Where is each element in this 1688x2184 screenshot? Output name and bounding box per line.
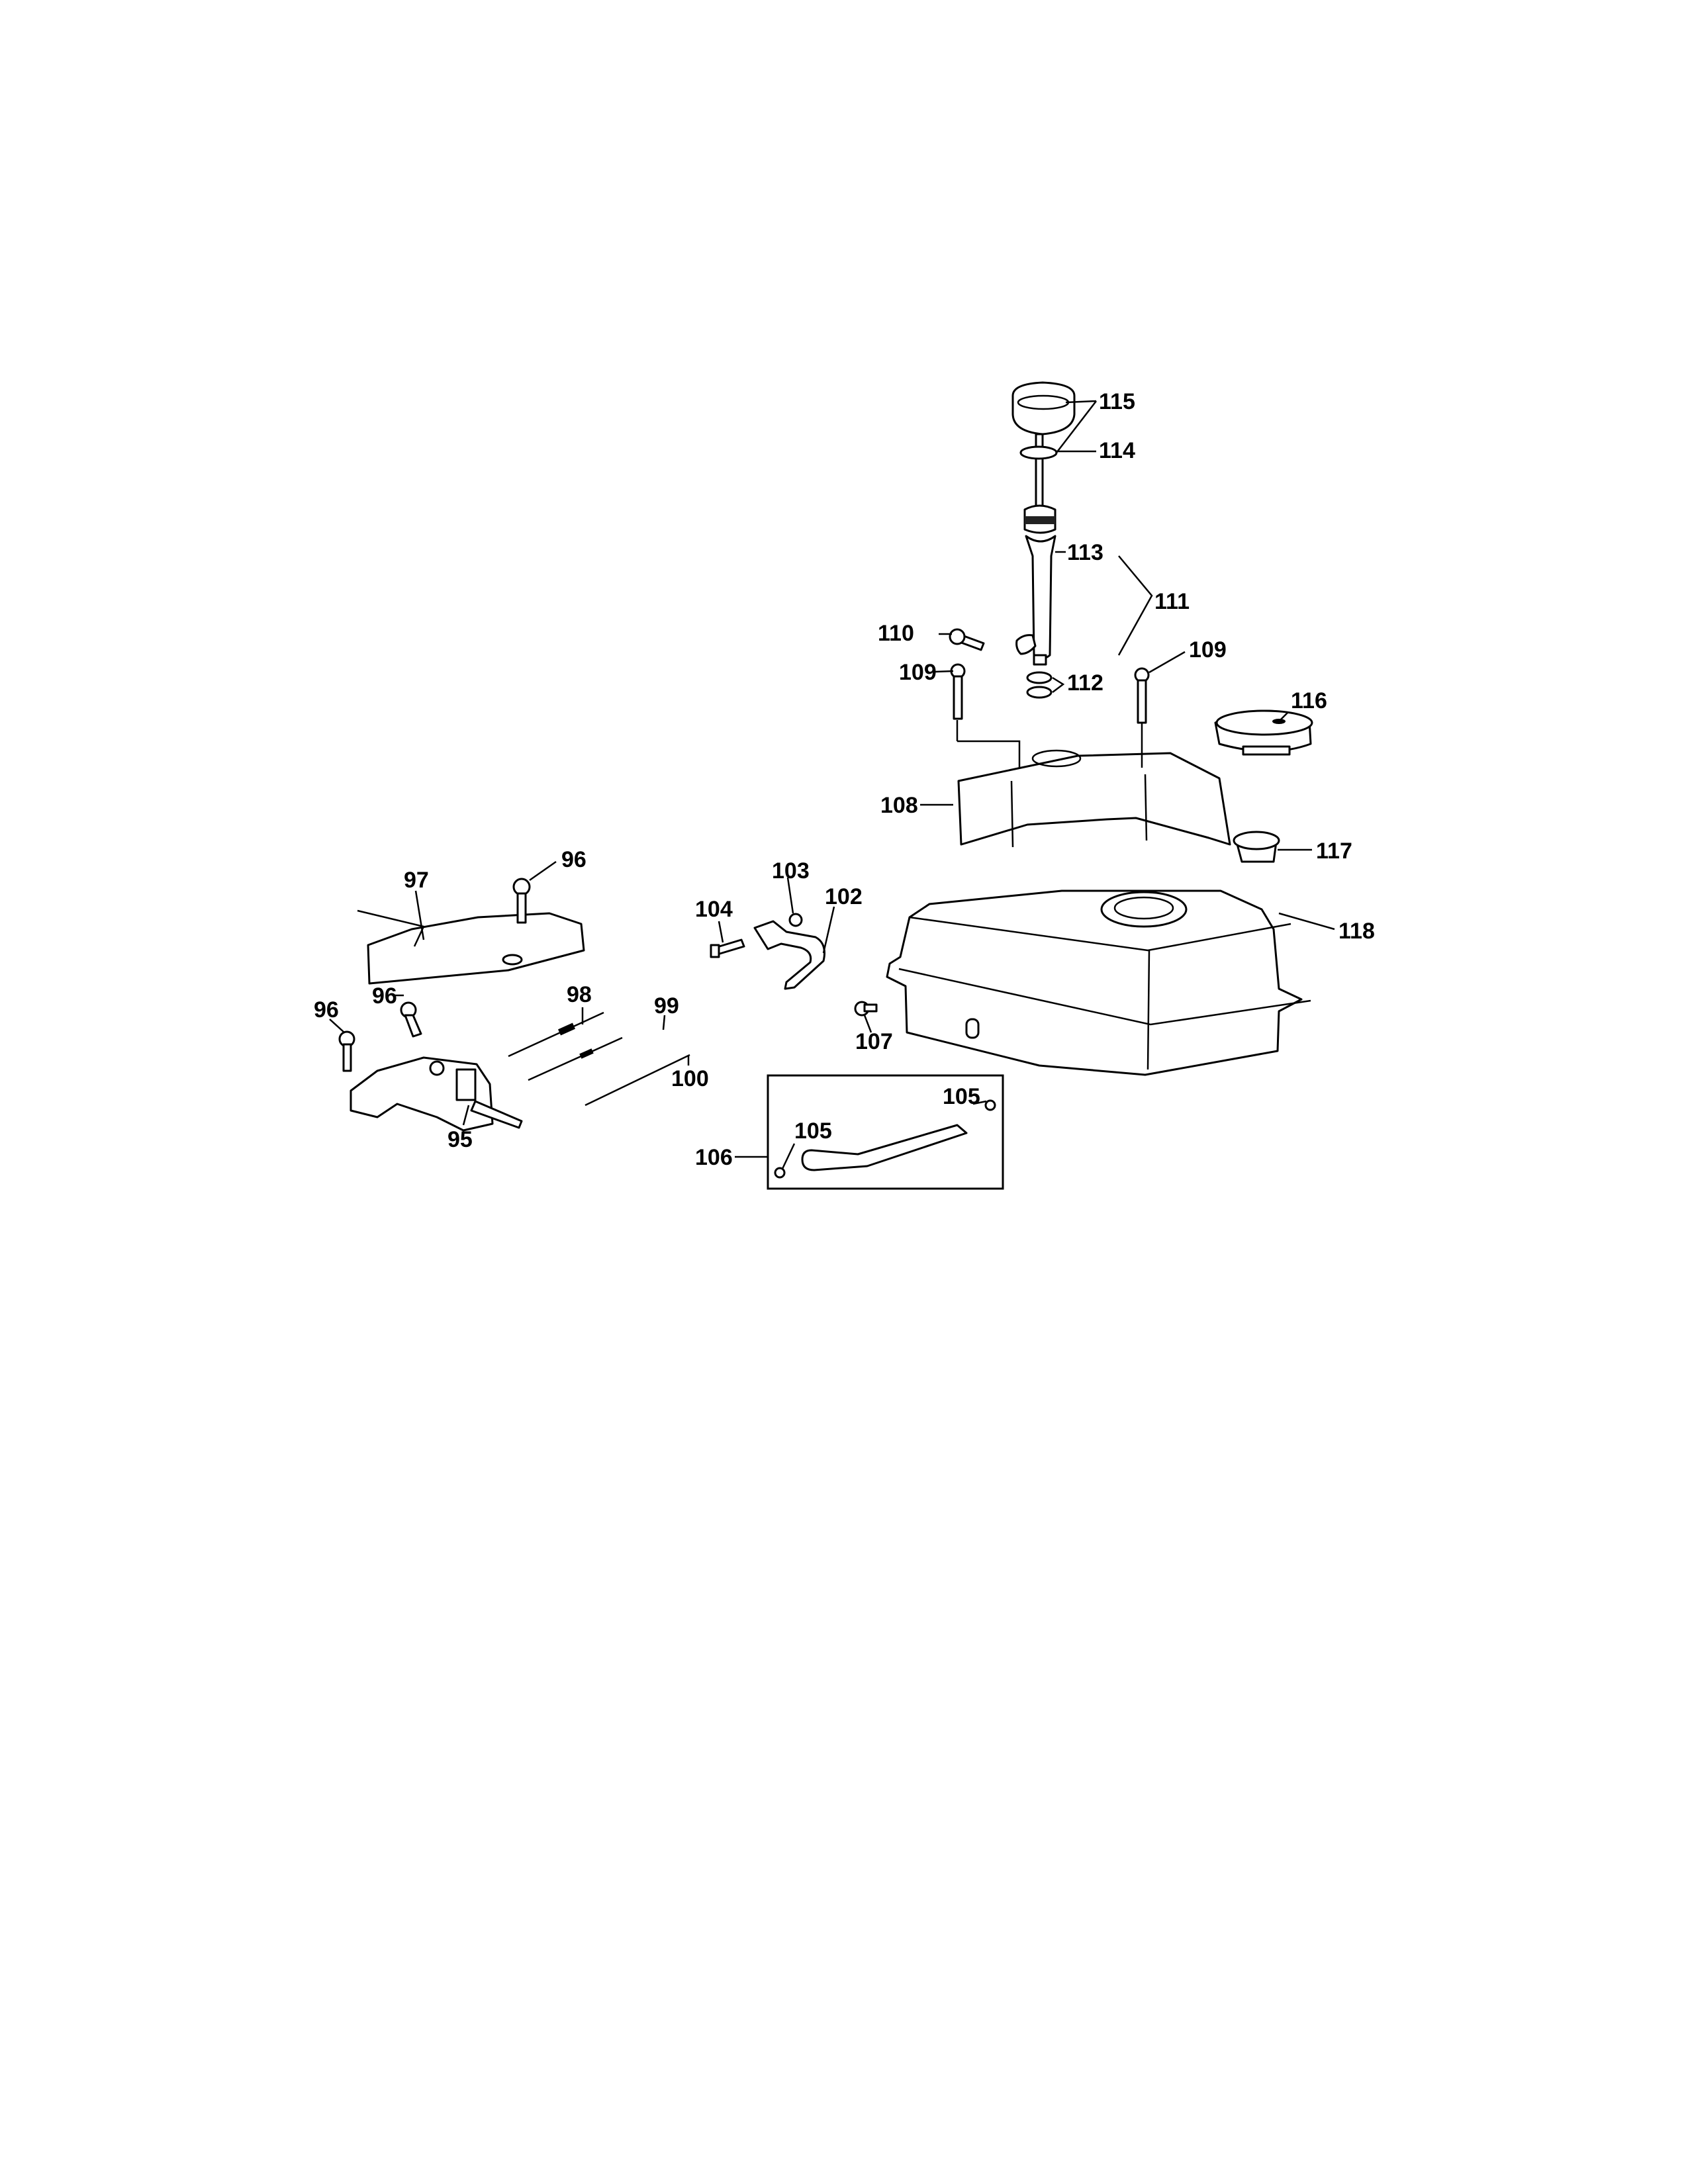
callout-107: 107 xyxy=(855,1029,893,1054)
spring-part-99 xyxy=(528,1036,623,1081)
callout-96-top: 96 xyxy=(561,847,586,872)
callout-109-right: 109 xyxy=(1189,637,1227,662)
callout-110: 110 xyxy=(878,621,914,646)
control-bracket-part-95 xyxy=(350,1056,523,1132)
callout-103: 103 xyxy=(772,858,810,884)
callout-115: 115 xyxy=(1099,389,1135,414)
fuel-cap-part-116 xyxy=(1214,709,1313,756)
callout-96-mid: 96 xyxy=(372,983,397,1009)
callout-105-left: 105 xyxy=(794,1118,832,1144)
control-cover-part-97 xyxy=(357,909,585,985)
fuel-hose-inset-box xyxy=(767,1074,1004,1190)
callout-102: 102 xyxy=(825,884,863,909)
bolt-part-96-top xyxy=(512,878,531,924)
oring-part-114 xyxy=(1019,445,1058,460)
bolt-part-96-left xyxy=(338,1030,355,1072)
callout-96-left: 96 xyxy=(314,997,339,1023)
bolt-part-107 xyxy=(854,1001,878,1017)
callout-116: 116 xyxy=(1291,688,1327,713)
screw-part-109-left xyxy=(950,663,966,720)
screw-part-109-right xyxy=(1134,667,1150,724)
callout-labels: 115 114 113 111 110 109 109 112 116 108 … xyxy=(314,389,1375,1170)
bolt-part-96-mid xyxy=(400,1001,422,1038)
callout-97: 97 xyxy=(404,868,429,893)
callout-111: 111 xyxy=(1154,589,1190,614)
fill-tube-part-113 xyxy=(1015,504,1056,666)
rod-part-100 xyxy=(585,1054,690,1107)
callout-100: 100 xyxy=(671,1066,709,1091)
callout-104: 104 xyxy=(695,897,733,922)
leader-lines xyxy=(329,400,1335,1169)
fuel-strainer-part-117 xyxy=(1233,831,1280,863)
bolt-part-104 xyxy=(710,938,745,958)
callout-112: 112 xyxy=(1067,670,1103,696)
callout-118: 118 xyxy=(1338,919,1375,944)
callout-105-right: 105 xyxy=(943,1084,980,1109)
nut-part-103 xyxy=(788,913,803,927)
callout-99: 99 xyxy=(654,993,679,1019)
callout-117: 117 xyxy=(1316,839,1352,864)
fuel-valve-lever-part-102 xyxy=(753,920,825,990)
tank-shroud-part-108 xyxy=(956,720,1231,848)
callout-114: 114 xyxy=(1099,438,1135,463)
bolt-part-110 xyxy=(949,628,985,651)
oring-part-112 xyxy=(1026,671,1053,699)
callout-113: 113 xyxy=(1067,540,1103,565)
callout-98: 98 xyxy=(567,982,592,1007)
fuel-tank-part-118 xyxy=(886,889,1311,1076)
spring-part-98 xyxy=(508,1011,604,1058)
callout-109-left: 109 xyxy=(899,660,937,685)
callout-95: 95 xyxy=(447,1127,473,1152)
callout-108: 108 xyxy=(880,793,918,818)
callout-106: 106 xyxy=(695,1145,733,1170)
